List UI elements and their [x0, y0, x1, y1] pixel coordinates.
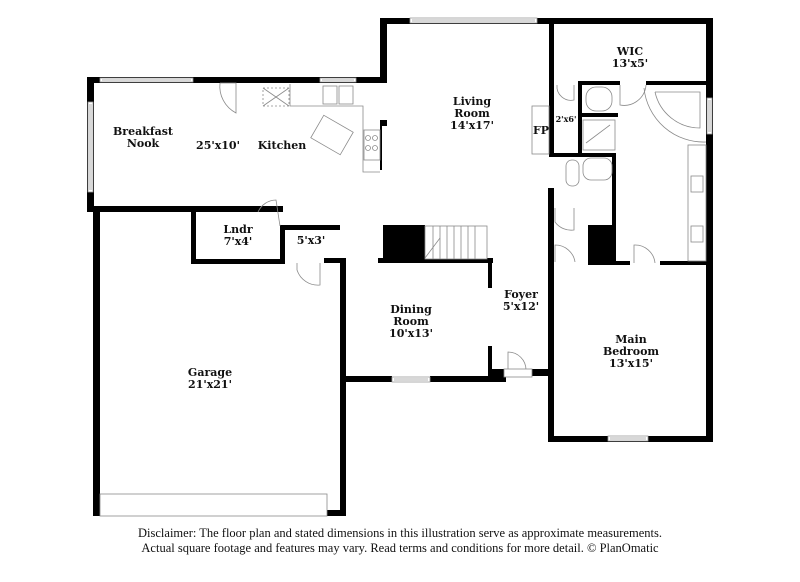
room-label-main-bedroom: Main Bedroom 13'x15': [603, 334, 659, 370]
room-name: Room: [393, 315, 429, 328]
room-name: Kitchen: [257, 139, 307, 152]
room-label-wic: WIC 13'x5': [612, 46, 648, 70]
room-dims: 13'x15': [609, 357, 653, 370]
room-dims: 2'x6': [555, 114, 577, 124]
room-name: Dining: [390, 303, 432, 316]
room-label-closet-2x6: 2'x6': [556, 115, 577, 124]
room-name: Foyer: [504, 288, 538, 301]
room-label-foyer: Foyer 5'x12': [503, 289, 539, 313]
room-name: FP: [532, 124, 550, 137]
room-name: Nook: [126, 137, 160, 150]
room-dims: 5'x3': [296, 234, 326, 247]
disclaimer-line-1: Disclaimer: The floor plan and stated di…: [138, 526, 662, 540]
disclaimer-line-2: Actual square footage and features may v…: [141, 541, 659, 555]
doors: [219, 82, 656, 378]
room-name: Breakfast: [113, 125, 173, 138]
room-dims: 10'x13': [389, 327, 433, 340]
room-name: Main: [615, 333, 647, 346]
room-dims: 14'x17': [450, 119, 494, 132]
room-dims: 7'x4': [223, 235, 253, 248]
room-dims-kitchen: 25'x10': [196, 140, 240, 152]
room-name: WIC: [616, 45, 644, 58]
room-label-dining-room: Dining Room 10'x13': [389, 304, 433, 340]
room-name: Garage: [187, 366, 233, 379]
disclaimer: Disclaimer: The floor plan and stated di…: [0, 526, 800, 556]
room-label-fireplace: FP: [533, 125, 549, 137]
windows: [87, 17, 713, 517]
room-dims: 13'x5': [611, 57, 649, 70]
room-name: Bedroom: [602, 345, 660, 358]
room-label-laundry: Lndr 7'x4': [223, 224, 252, 248]
room-name: Living: [452, 95, 492, 108]
room-name: Room: [454, 107, 490, 120]
room-label-garage: Garage 21'x21': [188, 367, 232, 391]
room-name: Lndr: [223, 223, 253, 236]
room-label-living-room: Living Room 14'x17': [450, 96, 494, 132]
fixtures: [262, 84, 707, 262]
room-label-breakfast-nook: Breakfast Nook: [113, 126, 173, 150]
room-label-closet-5x3: 5'x3': [297, 235, 326, 247]
room-dims: 5'x12': [502, 300, 540, 313]
room-label-kitchen: Kitchen: [258, 140, 307, 152]
room-dims: 25'x10': [196, 139, 240, 152]
room-dims: 21'x21': [188, 378, 232, 391]
